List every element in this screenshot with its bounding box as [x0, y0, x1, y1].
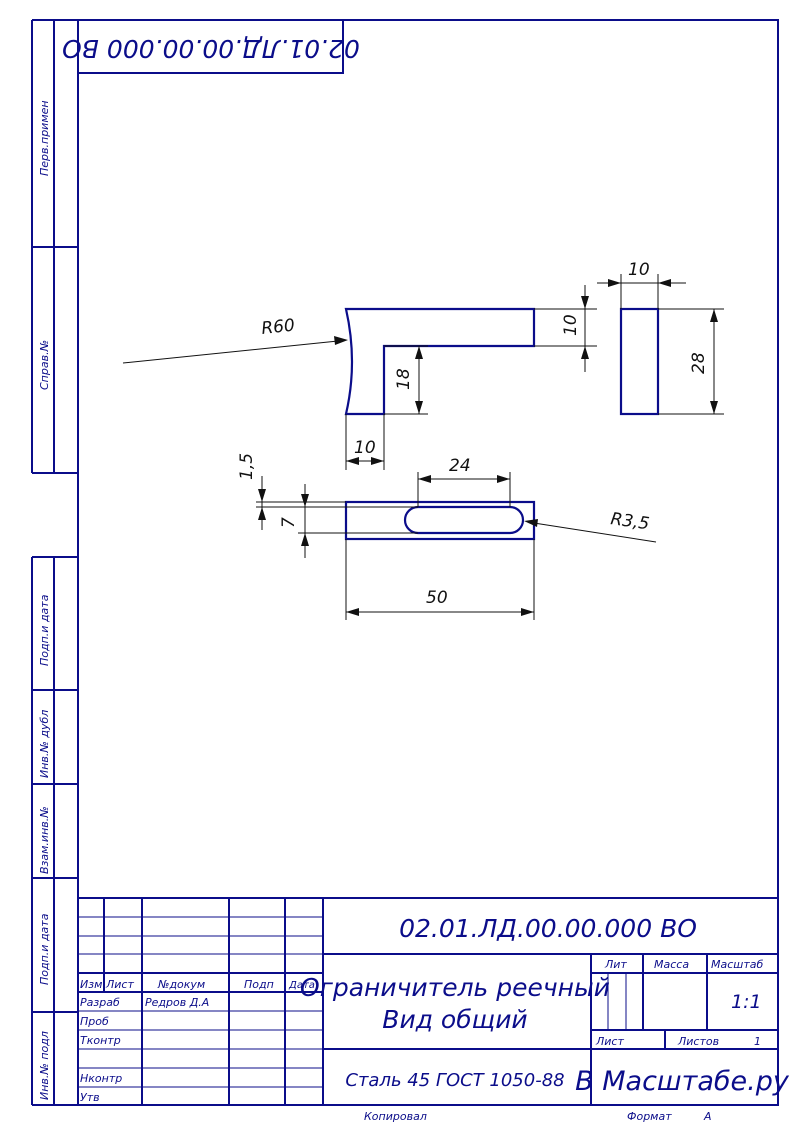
dim-text-slot-width: 7 — [279, 517, 299, 528]
leader-r60 — [122, 340, 339, 364]
label-sheet: Лист — [595, 1035, 624, 1048]
label-sheets: Листов — [677, 1035, 719, 1048]
arrow-side-height-a — [710, 309, 718, 322]
part-slot — [403, 505, 525, 535]
arrow-top-thick-a — [581, 296, 589, 309]
designation-main: 02.01.ЛД.00.00.000 ВО — [399, 914, 697, 943]
col-header-izm: Изм — [80, 978, 102, 991]
dim-text-top-thick: 10 — [561, 314, 581, 336]
side-label-sprav: Справ.№ — [38, 340, 51, 390]
role-checker: Проб — [80, 1015, 109, 1028]
role-approved: Утв — [80, 1091, 100, 1104]
arrow-top-thick-b — [581, 346, 589, 359]
arrow-slot-length-a — [418, 475, 431, 483]
dim-text-side-width: 10 — [628, 260, 650, 280]
format-value: А — [703, 1110, 712, 1123]
arrow-side-width-b — [658, 279, 671, 287]
dim-text-side-height: 28 — [689, 352, 709, 374]
role-ncontrol: Нконтр — [80, 1072, 122, 1085]
dim-text-overall: 50 — [426, 588, 448, 608]
side-label-vzam-inv: Взам.инв.№ — [38, 806, 51, 874]
part-main-view-outline — [344, 307, 536, 416]
side-label-perv-primen: Перв.примен — [38, 100, 51, 176]
col-header-podp: Подп — [244, 978, 274, 991]
part-name-line-2: Вид общий — [382, 1005, 527, 1034]
label-scale: Масштаб — [711, 958, 763, 971]
side-label-inv-podl: Инв.№ подл — [38, 1031, 51, 1100]
arrow-slot-offset-a — [258, 489, 266, 502]
arrow-side-height-b — [710, 401, 718, 414]
arrow-leg-height-a — [415, 346, 423, 359]
format-label: Формат — [627, 1110, 672, 1123]
side-label-inv-dubl: Инв.№ дубл — [38, 710, 51, 778]
arrow-slot-width-b — [301, 533, 309, 546]
arrow-r35 — [524, 519, 538, 527]
dim-text-slot-length: 24 — [449, 456, 471, 476]
sheets-total: 1 — [754, 1035, 761, 1048]
arrow-leg-width-a — [346, 457, 359, 465]
dim-text-r60: R60 — [260, 316, 295, 339]
corner-designation-box — [77, 19, 344, 74]
arrow-slot-length-b — [497, 475, 510, 483]
arrow-overall-a — [346, 608, 359, 616]
role-tcontrol: Тконтр — [80, 1034, 121, 1047]
col-header-dokum: №докум — [157, 978, 205, 991]
scale-value: 1:1 — [731, 991, 762, 1013]
label-mass: Масса — [654, 958, 689, 971]
copied-label: Копировал — [364, 1110, 427, 1123]
label-lit: Лит — [604, 958, 627, 971]
side-label-podp-data-2: Подп.и дата — [38, 913, 51, 985]
col-header-data: Дата — [288, 980, 315, 991]
dim-text-slot-offset: 1,5 — [237, 453, 257, 480]
role-developer: Разраб — [80, 996, 120, 1009]
dim-text-r35: R3,5 — [609, 509, 650, 534]
corner-designation-text: 02.01.ЛД.00.00.000 ВО — [62, 34, 360, 63]
dim-text-leg-height: 18 — [394, 368, 414, 390]
part-name-line-1: Ограничитель реечный — [300, 973, 610, 1002]
arrow-overall-b — [521, 608, 534, 616]
arrow-side-width-a — [608, 279, 621, 287]
organization-text: В Масштабе.ру — [575, 1066, 790, 1097]
col-header-list: Лист — [105, 978, 134, 991]
drawing-frame — [77, 19, 779, 1106]
developer-name: Редров Д.А — [145, 996, 209, 1009]
arrow-slot-width-a — [301, 494, 309, 507]
arrow-slot-offset-b — [258, 507, 266, 520]
dim-text-leg-width: 10 — [354, 438, 376, 458]
material-text: Сталь 45 ГОСТ 1050-88 — [345, 1070, 564, 1091]
arrow-leg-height-b — [415, 401, 423, 414]
arrow-leg-width-b — [371, 457, 384, 465]
side-label-podp-data-1: Подп.и дата — [38, 594, 51, 666]
leader-r35 — [533, 522, 657, 543]
part-side-view — [619, 307, 660, 416]
arrow-r60 — [334, 336, 348, 345]
